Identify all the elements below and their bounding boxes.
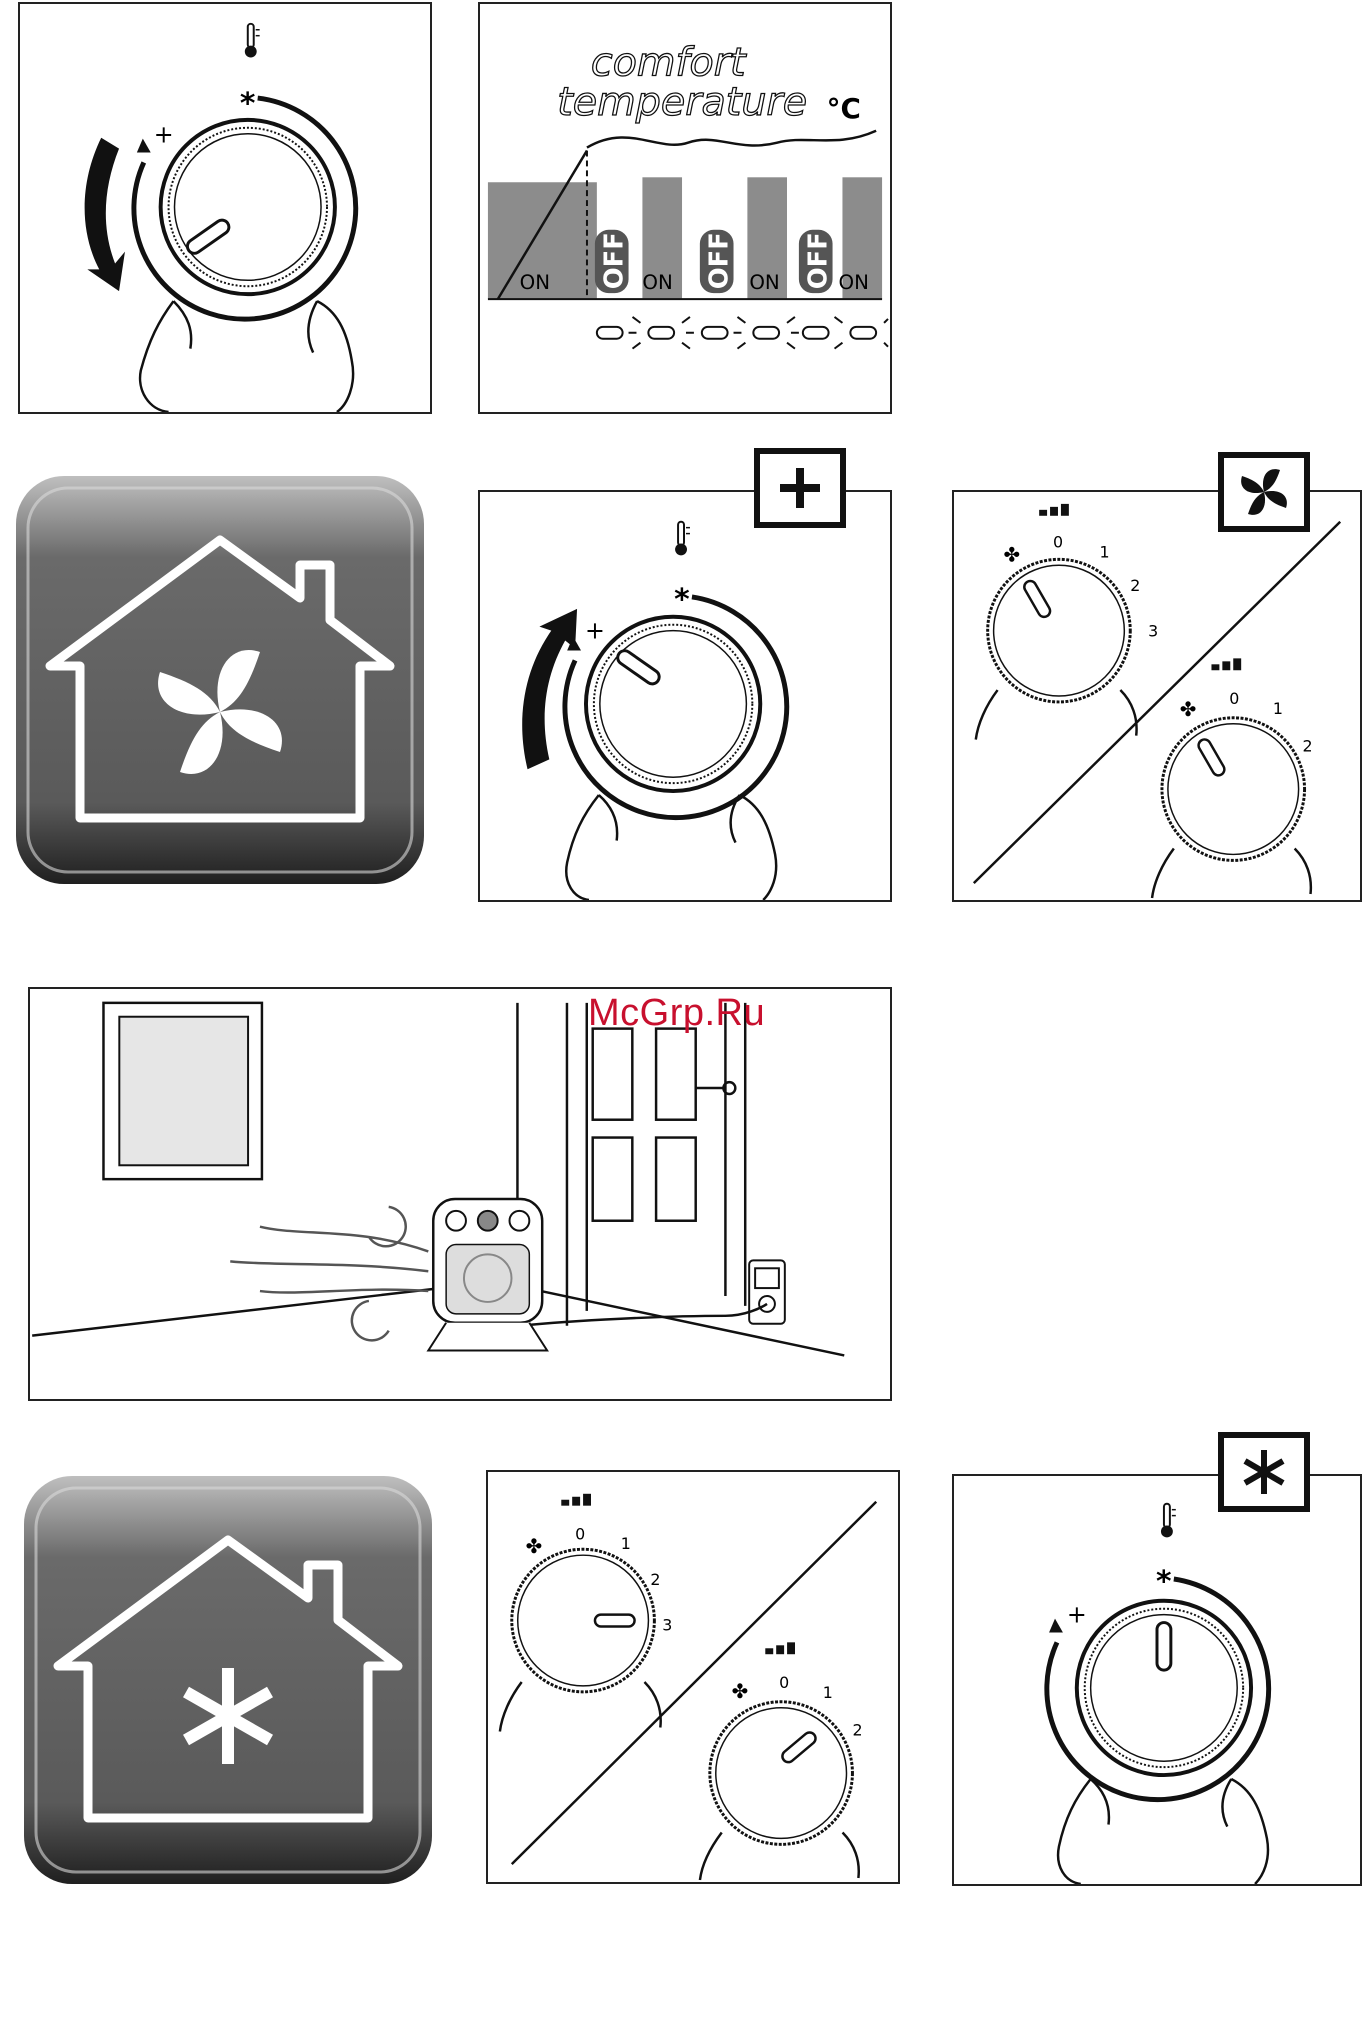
thermometer-icon [675, 522, 690, 556]
comfort-temperature-chart: comfort temperature °C OFF OFF OFF ON ON… [480, 4, 890, 412]
fan-dial-2-upper: 2 [1130, 576, 1140, 595]
thermometer-icon [245, 24, 260, 58]
dial-plus-mark: + [1067, 1601, 1087, 1629]
hand [1058, 1779, 1268, 1884]
snowflake-badge [1218, 1432, 1310, 1512]
on-label-1: ON [520, 271, 550, 294]
speed-bars-icon [1211, 658, 1241, 670]
door [567, 1003, 745, 1326]
plus-icon [760, 454, 840, 522]
house-fan-tile [10, 470, 430, 890]
svg-text:OFF: OFF [705, 232, 735, 289]
fan-speed-alt-illustration: ✤ 0 1 2 3 ✤ 0 1 2 [488, 1472, 898, 1882]
indicator-lamps [597, 317, 888, 349]
svg-text:✤: ✤ [732, 1680, 749, 1703]
on-label-4: ON [838, 271, 868, 294]
svg-text:0: 0 [779, 1673, 789, 1692]
fan-dial-1-upper: 1 [1100, 542, 1110, 561]
fan-symbol-lower: ✤ [1180, 698, 1197, 721]
house-fan-icon [10, 470, 430, 890]
fan-dial-upper-alt: ✤ 0 1 2 3 [500, 1494, 672, 1732]
fan-speed-illustration: ✤ 0 1 2 3 ✤ 0 1 2 [954, 492, 1360, 900]
fan-dial-upper: ✤ 0 1 2 3 [976, 504, 1158, 740]
chart-unit: °C [827, 92, 861, 125]
dial-snow-mark: * [674, 582, 690, 617]
svg-text:1: 1 [621, 1534, 631, 1553]
watermark-text: McGrp.Ru [588, 992, 765, 1035]
house-snowflake-icon [18, 1470, 438, 1890]
fan-icon [1224, 458, 1304, 526]
off-label-3: OFF [799, 230, 834, 293]
svg-text:✤: ✤ [526, 1535, 543, 1558]
fan-dial-0-lower: 0 [1229, 689, 1239, 708]
wall-socket [749, 1260, 785, 1323]
window [103, 1003, 261, 1179]
fan-badge [1218, 452, 1310, 532]
off-label-1: OFF [595, 230, 630, 293]
chart-title-line2: temperature [557, 79, 807, 125]
fan-dial-lower: ✤ 0 1 2 [1152, 658, 1313, 898]
dial-snow-mark: * [1156, 1564, 1172, 1599]
on-label-3: ON [749, 271, 779, 294]
room-placement-panel [28, 987, 892, 1401]
thermostat-dial [586, 617, 760, 791]
svg-text:OFF: OFF [600, 232, 630, 289]
svg-text:1: 1 [823, 1683, 833, 1702]
dial-plus-mark: + [585, 617, 605, 645]
thermostat-increase-illustration: * + [480, 492, 890, 900]
fan-heater [428, 1199, 547, 1351]
fan-speed-panel: ✤ 0 1 2 3 ✤ 0 1 2 [952, 490, 1362, 902]
speed-bars-icon [765, 1642, 795, 1654]
turn-up-arrow [522, 609, 577, 769]
svg-text:2: 2 [650, 1570, 660, 1589]
air-flow-arrows [230, 1207, 428, 1341]
thermostat-frost-illustration: * + [954, 1476, 1360, 1884]
thermostat-increase-panel: * + [478, 490, 892, 902]
fan-dial-0-upper: 0 [1053, 532, 1063, 551]
thermostat-dial [1077, 1601, 1251, 1775]
speed-bars-icon [561, 1494, 591, 1506]
dial-plus-mark: + [154, 121, 174, 149]
svg-text:3: 3 [662, 1615, 672, 1634]
fan-dial-2-lower: 2 [1303, 736, 1313, 755]
on-label-2: ON [642, 271, 672, 294]
svg-text:2: 2 [852, 1720, 862, 1739]
thermometer-icon [1161, 1504, 1176, 1538]
svg-text:OFF: OFF [804, 232, 834, 289]
fan-symbol-upper: ✤ [1004, 543, 1021, 566]
room-placement-illustration [30, 989, 890, 1399]
thermostat-decrease-illustration: * + [20, 4, 430, 412]
fan-dial-3-upper: 3 [1148, 622, 1158, 641]
fan-speed-alt-panel: ✤ 0 1 2 3 ✤ 0 1 2 [486, 1470, 900, 1884]
fan-dial-lower-alt: ✤ 0 1 2 [700, 1642, 863, 1880]
comfort-temperature-panel: comfort temperature °C OFF OFF OFF ON ON… [478, 2, 892, 414]
thermostat-decrease-panel: * + [18, 2, 432, 414]
dial-snow-mark: * [240, 86, 256, 121]
snowflake-icon [1224, 1438, 1304, 1506]
off-label-2: OFF [700, 230, 735, 293]
hand [566, 795, 776, 900]
speed-bars-icon [1039, 504, 1069, 516]
fan-dial-1-lower: 1 [1273, 699, 1283, 718]
svg-text:0: 0 [575, 1524, 585, 1543]
thermostat-dial [161, 120, 335, 294]
thermostat-frost-panel: * + [952, 1474, 1362, 1886]
turn-down-arrow [85, 138, 125, 291]
house-snowflake-tile [18, 1470, 438, 1890]
plus-badge [754, 448, 846, 528]
